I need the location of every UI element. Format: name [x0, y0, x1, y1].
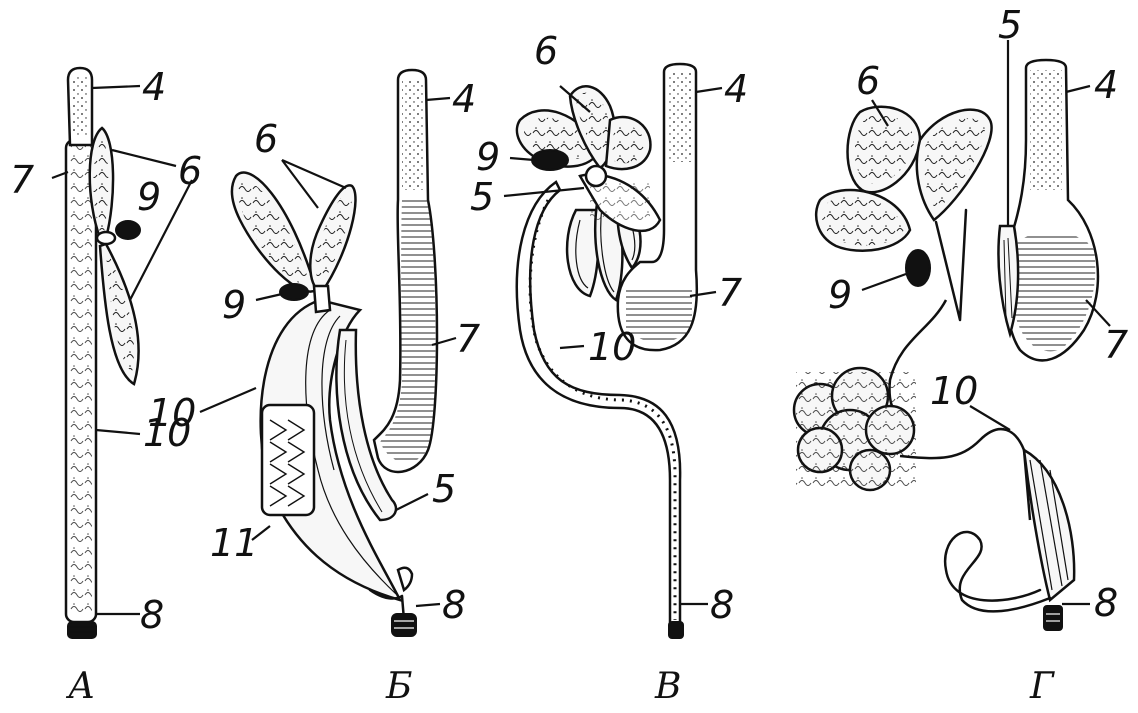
label-9-a: 9 — [137, 175, 161, 219]
label-9-v: 9 — [476, 135, 500, 179]
label-6-g: 6 — [856, 59, 880, 103]
terminal-segment-a — [68, 622, 96, 638]
label-4-g: 4 — [1094, 63, 1118, 107]
label-8-v: 8 — [710, 583, 734, 627]
label-7-v: 7 — [718, 271, 742, 315]
panel-label-v: В — [654, 666, 681, 707]
label-10-v: 10 — [588, 325, 636, 369]
label-4-v: 4 — [724, 67, 748, 111]
label-6-b: 6 — [254, 117, 278, 161]
terminal-segment-g — [1044, 606, 1062, 630]
label-7-g: 7 — [1104, 323, 1128, 367]
terminal-segment-v — [669, 622, 683, 638]
label-8-g: 8 — [1094, 581, 1118, 625]
terminal-segment-b — [392, 614, 416, 636]
label-4-b: 4 — [452, 77, 476, 121]
label-5-b: 5 — [432, 467, 456, 511]
seminal-vesicle-b — [280, 284, 308, 300]
coiled-epididymis-g — [794, 368, 916, 490]
label-6-v: 6 — [534, 29, 558, 73]
label-9-b: 9 — [222, 283, 246, 327]
panel-label-b: Б — [385, 666, 412, 707]
seminal-vesicle-a — [116, 221, 140, 239]
panel-g: 6 5 4 9 7 10 8 Г — [794, 3, 1128, 707]
panel-label-g: Г — [1029, 666, 1055, 707]
label-7-a: 7 — [10, 158, 34, 202]
label-10-b: 10 — [148, 391, 196, 435]
label-5-g: 5 — [998, 3, 1022, 47]
panel-v: 6 4 9 5 7 10 8 В — [470, 29, 748, 707]
label-4-a: 4 — [142, 65, 166, 109]
label-10-g: 10 — [930, 369, 978, 413]
label-5-v: 5 — [470, 175, 494, 219]
label-7-b: 7 — [456, 317, 480, 361]
seminal-vesicle-g — [906, 250, 930, 286]
seminal-vesicle-v — [532, 150, 568, 170]
label-9-g: 9 — [828, 273, 852, 317]
label-8-b: 8 — [442, 583, 466, 627]
label-11-b: 11 — [210, 521, 258, 565]
label-8-a: 8 — [140, 593, 164, 637]
panel-label-a: А — [65, 666, 95, 707]
label-6-a: 6 — [178, 149, 202, 193]
panel-a: 4 7 6 9 10 8 А — [10, 65, 202, 707]
